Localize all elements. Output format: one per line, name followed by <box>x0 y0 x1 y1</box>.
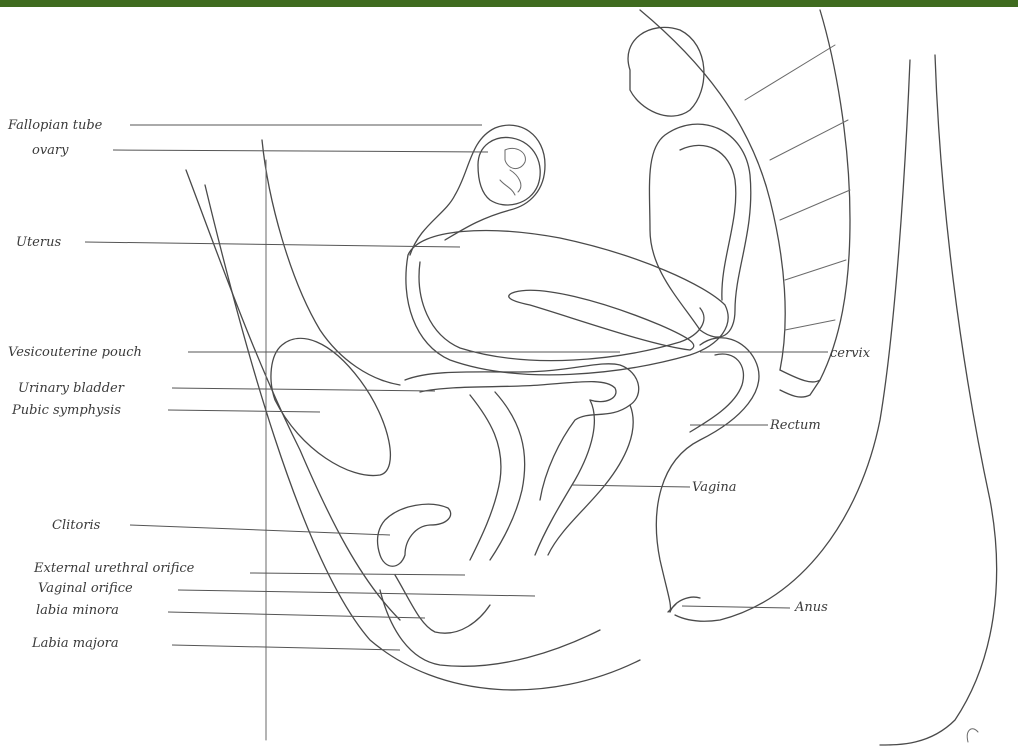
label-ovary: ovary <box>32 143 69 158</box>
urinary-bladder-inner <box>420 382 616 402</box>
urethra <box>470 395 501 560</box>
anatomy-drawing <box>186 10 997 745</box>
pubic-symphysis-outline <box>271 338 390 475</box>
labia-minora-outline <box>395 575 490 633</box>
anal-canal <box>668 597 700 612</box>
label-rectum: Rectum <box>769 418 821 433</box>
leader-vaginal-orifice <box>178 590 535 596</box>
fallopian-tube <box>410 125 545 255</box>
labia-majora-outline <box>380 590 600 666</box>
vagina-posterior-wall <box>548 405 633 555</box>
label-external-urethral-orifice: External urethral orifice <box>33 561 195 576</box>
leader-ovary <box>113 150 488 152</box>
ovary-follicles <box>500 148 525 195</box>
sigmoid-colon-upper <box>628 27 704 116</box>
sigmoid-colon-inner <box>680 145 736 300</box>
sacrum-posterior <box>820 10 850 380</box>
label-vesicouterine-pouch: Vesicouterine pouch <box>8 345 142 360</box>
leader-uterus <box>85 242 460 247</box>
rectum-inner <box>690 354 743 432</box>
label-labia-minora: labia minora <box>36 603 119 618</box>
label-pubic-symphysis: Pubic symphysis <box>11 403 121 418</box>
leader-urinary-bladder <box>172 388 435 391</box>
sigmoid-colon-lower <box>649 124 750 337</box>
sacrum-anterior <box>640 10 785 370</box>
label-urinary-bladder: Urinary bladder <box>18 381 125 396</box>
label-vagina: Vagina <box>692 480 737 495</box>
label-cervix: cervix <box>830 346 871 361</box>
posterior-body-wall <box>675 60 910 621</box>
labels: Fallopian tube ovary Uterus Vesicouterin… <box>7 118 871 651</box>
label-anus: Anus <box>794 600 828 615</box>
leader-anus <box>682 606 790 608</box>
posterior-skin <box>880 55 997 745</box>
coccyx <box>780 370 820 397</box>
label-clitoris: Clitoris <box>52 518 101 533</box>
label-uterus: Uterus <box>16 235 61 250</box>
urethra-wall <box>490 392 525 560</box>
leader-labia-majora <box>172 645 400 650</box>
leader-clitoris <box>130 525 390 535</box>
ovary-outline <box>478 137 540 205</box>
leader-pubic-symphysis <box>168 410 320 412</box>
uterine-cavity <box>509 290 694 350</box>
leader-external-urethral-orifice <box>250 573 465 575</box>
sacral-segment-lines <box>745 45 850 330</box>
label-fallopian-tube: Fallopian tube <box>7 118 103 133</box>
leader-vagina <box>572 485 690 487</box>
leader-labia-minora <box>168 612 425 618</box>
urinary-bladder-outline <box>405 364 639 500</box>
anterior-abdominal-wall-inner <box>262 140 400 385</box>
vagina-anterior-wall <box>535 400 594 555</box>
uterus-inner-outline <box>419 262 704 361</box>
gluteal-mark <box>967 729 978 742</box>
label-vaginal-orifice: Vaginal orifice <box>38 581 133 596</box>
label-labia-majora: Labia majora <box>31 636 119 651</box>
